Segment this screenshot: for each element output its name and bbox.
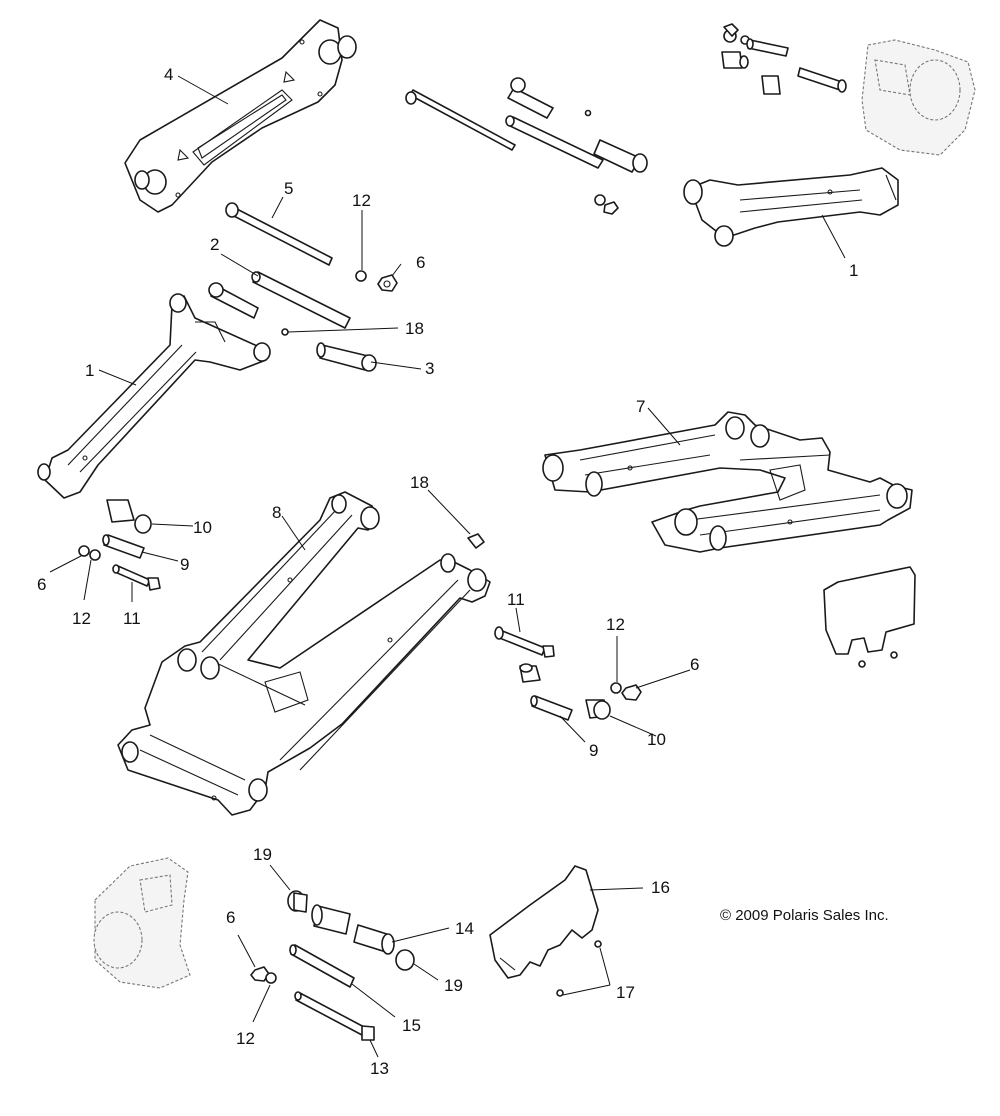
callout-5: 5 [284,179,293,198]
callout-11-left: 11 [123,609,141,628]
hardware-cluster-top-right [721,23,847,95]
callout-9-left: 9 [180,555,189,574]
part-11-bolt-right [494,626,555,658]
part-9-sleeve-right [530,695,573,721]
part-7-a-frame [542,411,913,553]
bushing-sleeve-top [593,139,648,173]
part-6-nut-bottom [250,966,270,982]
part-9-sleeve-left [102,534,145,559]
grease-fitting-top [584,109,592,117]
callout-9-right: 9 [589,741,598,760]
callout-8: 8 [272,503,281,522]
part-12-washer-right [610,682,622,694]
pivot-tube [505,115,604,169]
part-4-mount-bracket [124,19,357,213]
part-12-washer-mid [355,270,367,282]
callout-12-right: 12 [606,615,625,634]
callout-3: 3 [425,359,434,378]
skid-plate-right [823,566,916,668]
callout-14: 14 [455,919,474,938]
callout-18-mid: 18 [405,319,424,338]
callout-6-bottom: 6 [226,908,235,927]
copyright-notice: © 2009 Polaris Sales Inc. [720,907,889,924]
part-3-bushing [316,342,377,372]
leader-lines [49,75,846,1058]
callout-labels: 4 5 12 2 6 18 3 1 1 7 8 18 10 9 6 12 11 … [37,65,858,1078]
callout-19-bottom: 19 [444,976,463,995]
part-14-bushing [353,924,395,955]
part-5-long-bolt [225,202,333,266]
part-18-grease-fitting-right [467,533,485,549]
part-16-skid-plate [489,865,599,979]
bushing-bottom [311,904,351,935]
callout-10-right: 10 [647,730,666,749]
callout-15: 15 [402,1016,421,1035]
bushing-small-right [519,663,541,683]
callout-6-right: 6 [690,655,699,674]
washer-nut-top [594,194,619,215]
ghost-spindle-top-right [861,39,976,156]
callout-17: 17 [616,983,635,1002]
part-11-bolt-left [112,564,161,591]
bushing-pin-top [507,77,554,119]
callout-12-left: 12 [72,609,91,628]
part-1-control-arm-left [37,293,271,499]
ghost-spindle-bottom-left [93,857,191,989]
callout-2: 2 [210,235,219,254]
part-17-screws [556,940,602,997]
part-12-washer-bottom [265,972,277,984]
callout-1-left: 1 [85,361,94,380]
callout-12-bottom: 12 [236,1029,255,1048]
callout-6-left: 6 [37,575,46,594]
part-12-washer-left [89,549,101,561]
part-19-flange-bottom [395,949,415,971]
callout-16: 16 [651,878,670,897]
part-8-swingarm [117,491,491,816]
callout-13: 13 [370,1059,389,1078]
part-2-shaft [251,271,351,329]
callout-4: 4 [164,65,173,84]
part-18-grease-fitting-mid [281,328,289,336]
part-19-flange-top [287,890,308,913]
part-6-nut-mid [377,274,398,292]
callout-6-mid: 6 [416,253,425,272]
callout-18-right: 18 [410,473,429,492]
callout-19-top: 19 [253,845,272,864]
callout-11-right: 11 [507,590,525,609]
bushing-pin-mid [208,282,259,319]
callout-1-top: 1 [849,261,858,280]
part-6-nut-right [621,684,642,701]
callout-7: 7 [636,397,645,416]
part-6-nut-left [78,545,90,557]
part-1-control-arm-top [683,167,899,247]
part-15-sleeve [289,944,355,988]
part-13-bolt [294,991,375,1041]
part-10-bushing-right [585,699,611,720]
part-10-bushing-left [106,499,152,534]
callout-12-mid: 12 [352,191,371,210]
pivot-shaft-long [405,89,516,151]
callout-10-left: 10 [193,518,212,537]
